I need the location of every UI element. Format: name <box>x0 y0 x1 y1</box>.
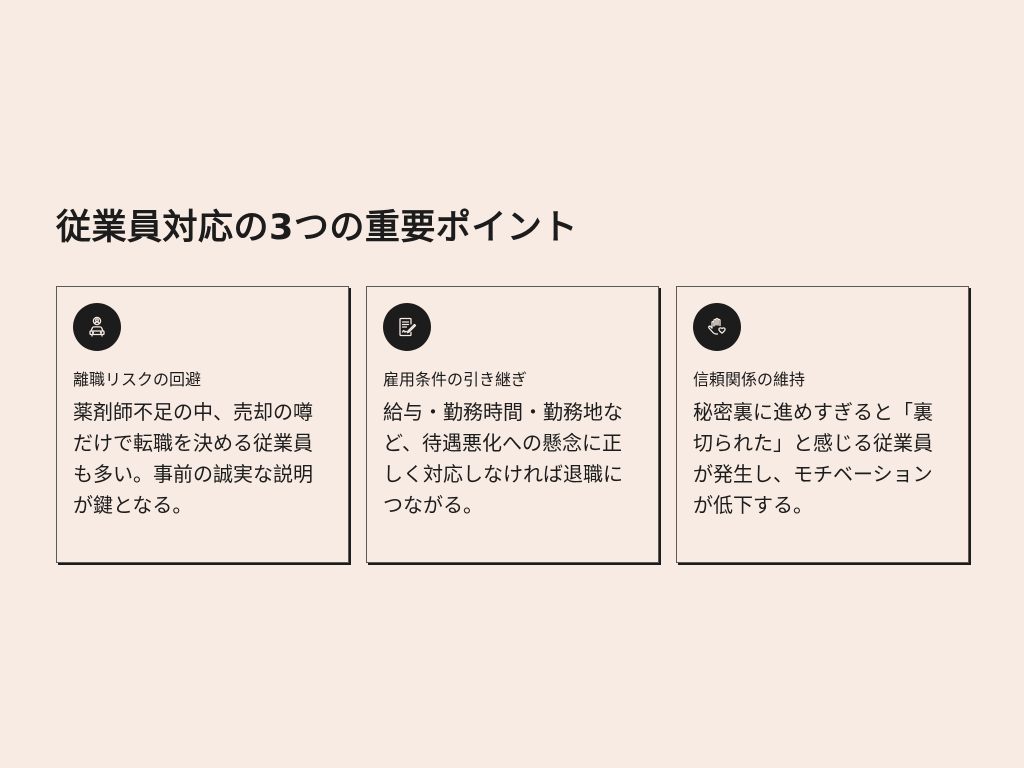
contract-sign-icon <box>399 317 417 337</box>
card-heading: 信頼関係の維持 <box>693 370 806 389</box>
card-body: 秘密裏に進めすぎると「裏切られた」と感じる従業員が発生し、モチベーションが低下す… <box>693 400 933 517</box>
icon-badge <box>73 303 121 351</box>
person-car-icon <box>89 316 105 337</box>
icon-badge <box>693 303 741 351</box>
card-heading: 離職リスクの回避 <box>73 370 202 389</box>
icon-badge <box>383 303 431 351</box>
page-title: 従業員対応の3つの重要ポイント <box>56 208 578 248</box>
card-body: 薬剤師不足の中、売却の噂だけで転職を決める従業員も多い。事前の誠実な説明が鍵とな… <box>73 400 313 517</box>
card-employment-terms: 雇用条件の引き継ぎ 給与・勤務時間・勤務地など、待遇悪化への懸念に正しく対応しな… <box>366 286 659 563</box>
hand-heart-icon <box>708 317 726 335</box>
card-turnover-risk: 離職リスクの回避 薬剤師不足の中、売却の噂だけで転職を決める従業員も多い。事前の… <box>56 286 349 563</box>
card-heading: 雇用条件の引き継ぎ <box>383 370 528 389</box>
card-body: 給与・勤務時間・勤務地など、待遇悪化への懸念に正しく対応しなければ退職につながる… <box>383 400 623 517</box>
card-trust-relationship: 信頼関係の維持 秘密裏に進めすぎると「裏切られた」と感じる従業員が発生し、モチベ… <box>676 286 969 563</box>
